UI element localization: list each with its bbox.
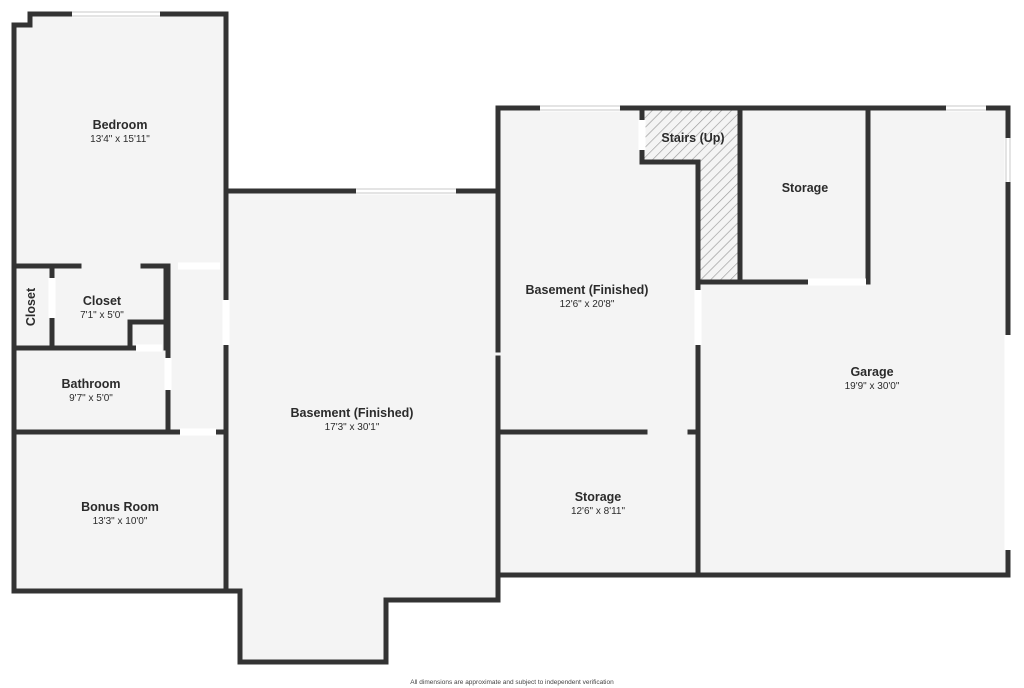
room-storage-top: Storage [782,181,829,195]
room-dimensions: 12'6" x 8'11" [571,506,626,517]
room-name: Closet [83,294,122,308]
room-dimensions: 12'6" x 20'8" [560,299,615,310]
room-dimensions: 13'3" x 10'0" [93,516,148,527]
room-name: Bathroom [61,377,120,391]
room-dimensions: 13'4" x 15'11" [90,134,150,145]
room-garage: Garage 19'9" x 30'0" [845,365,900,392]
room-name: Stairs (Up) [661,131,724,145]
room-name: Basement (Finished) [291,406,414,420]
disclaimer-note: All dimensions are approximate and subje… [410,679,614,686]
room-bathroom: Bathroom 9'7" x 5'0" [61,377,120,404]
stairs-hatch [642,108,740,282]
room-dimensions: 7'1" x 5'0" [80,310,124,321]
room-bonus-room: Bonus Room 13'3" x 10'0" [81,500,159,527]
room-name: Storage [782,181,829,195]
room-closet: Closet 7'1" x 5'0" [80,294,124,321]
room-dimensions: 9'7" x 5'0" [69,393,113,404]
room-bedroom: Bedroom 13'4" x 15'11" [90,118,150,145]
room-dimensions: 17'3" x 30'1" [325,422,380,433]
room-name: Closet [24,287,38,326]
room-name: Bedroom [93,118,148,132]
room-name: Storage [575,490,622,504]
room-storage-bottom: Storage 12'6" x 8'11" [571,490,626,517]
room-basement-main: Basement (Finished) 17'3" x 30'1" [291,406,414,433]
room-stairs: Stairs (Up) [661,131,724,145]
room-name: Bonus Room [81,500,159,514]
openings [48,10,1012,550]
room-name: Garage [850,365,893,379]
room-name: Basement (Finished) [526,283,649,297]
room-closet-small: Closet [24,287,38,326]
walls [11,11,1011,665]
floor-fill [14,14,1008,662]
room-basement-upper: Basement (Finished) 12'6" x 20'8" [526,283,649,310]
room-dimensions: 19'9" x 30'0" [845,381,900,392]
